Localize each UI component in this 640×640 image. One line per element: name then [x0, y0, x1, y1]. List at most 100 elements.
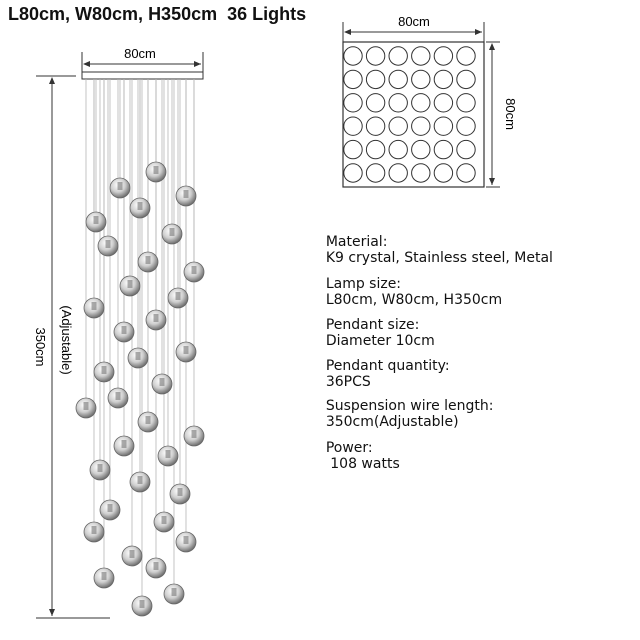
pendant-ball: [121, 545, 143, 567]
top-view-pendant: [365, 69, 386, 90]
top-depth-label: 80cm: [503, 98, 518, 130]
pendant-ball: [145, 309, 167, 331]
spec-material-value: K9 crystal, Stainless steel, Metal: [325, 250, 553, 266]
top-view-pendant: [433, 46, 454, 66]
top-view-pendant: [433, 93, 454, 113]
top-view-frame: [342, 41, 485, 188]
top-view-pendant: [388, 139, 408, 160]
pendant-ball: [167, 287, 189, 309]
pendant-ball: [97, 235, 119, 257]
pendant-ball: [183, 261, 205, 283]
pendant-ball: [93, 567, 115, 589]
top-view-pendant: [388, 116, 408, 136]
pendant-ball: [107, 387, 129, 409]
pendant-ball: [145, 161, 167, 183]
top-view-pendant: [433, 69, 454, 90]
top-view-pendant: [411, 69, 431, 90]
ceiling-canopy: [81, 71, 204, 80]
spec-wire-length: Suspension wire length: 350cm(Adjustable…: [308, 382, 494, 446]
top-view: 80cm 80cm: [342, 14, 518, 188]
top-view-pendant: [411, 116, 431, 136]
pendant-ball: [131, 595, 153, 617]
top-view-pendant-grid: [343, 46, 476, 183]
top-view-pendant: [411, 163, 431, 183]
top-view-pendant: [388, 163, 408, 183]
height-label: 350cm: [33, 327, 48, 366]
spec-power: Power: 108 watts: [308, 424, 400, 488]
pendant-ball: [83, 521, 105, 543]
pendant-ball: [99, 499, 121, 521]
pendant-ball: [175, 185, 197, 207]
spec-lamp-size-value: L80cm, W80cm, H350cm: [325, 292, 503, 308]
spec-power-value: 108 watts: [325, 456, 400, 472]
top-view-pendant: [365, 139, 386, 160]
top-view-pendant: [343, 139, 363, 160]
pendant-ball: [183, 425, 205, 447]
spec-material: Material: K9 crystal, Stainless steel, M…: [308, 218, 553, 282]
top-width-label: 80cm: [398, 14, 430, 29]
pendant-ball: [137, 411, 159, 433]
top-view-pendant: [456, 163, 476, 183]
pendant-ball: [137, 251, 159, 273]
pendant-ball: [75, 397, 97, 419]
pendant-ball: [93, 361, 115, 383]
top-view-pendant: [411, 46, 431, 66]
top-view-pendant: [456, 46, 476, 66]
top-view-pendant: [456, 93, 476, 113]
top-view-pendant: [456, 69, 476, 90]
top-view-pendant: [433, 116, 454, 136]
suspension-wires: [85, 79, 195, 596]
top-view-pendant: [411, 93, 431, 113]
pendant-balls: [75, 161, 205, 617]
pendant-ball: [85, 211, 107, 233]
top-view-pendant: [388, 46, 408, 66]
top-view-pendant: [388, 69, 408, 90]
spec-lamp-size: Lamp size: L80cm, W80cm, H350cm: [308, 260, 502, 324]
pendant-ball: [113, 435, 135, 457]
adjustable-label: (Adjustable): [59, 305, 74, 374]
pendant-ball: [129, 197, 151, 219]
spec-pendant-size-label: Pendant size:: [325, 317, 420, 333]
top-view-pendant: [456, 139, 476, 160]
pendant-ball: [175, 341, 197, 363]
spec-material-label: Material:: [325, 234, 388, 250]
top-view-pendant: [456, 116, 476, 136]
pendant-ball: [83, 297, 105, 319]
pendant-ball: [119, 275, 141, 297]
pendant-ball: [127, 347, 149, 369]
pendant-ball: [153, 511, 175, 533]
spec-pendant-size-value: Diameter 10cm: [325, 333, 435, 349]
top-view-pendant: [365, 163, 386, 183]
top-view-pendant: [343, 46, 363, 66]
pendant-ball: [89, 459, 111, 481]
top-view-pendant: [411, 139, 431, 160]
top-view-pendant: [343, 69, 363, 90]
top-view-pendant: [433, 163, 454, 183]
top-view-pendant: [365, 46, 386, 66]
pendant-ball: [151, 373, 173, 395]
page-title: L80cm, W80cm, H350cm 36 Lights: [8, 4, 307, 24]
pendant-ball: [145, 557, 167, 579]
pendant-ball: [163, 583, 185, 605]
pendant-ball: [169, 483, 191, 505]
spec-pendant-quantity: Pendant quantity: 36PCS: [308, 342, 450, 406]
top-view-pendant: [343, 93, 363, 113]
spec-wire-length-label: Suspension wire length:: [325, 398, 494, 414]
height-dimension: 350cm (Adjustable): [33, 75, 110, 619]
pendant-ball: [129, 471, 151, 493]
spec-power-label: Power:: [325, 440, 373, 456]
top-view-pendant: [365, 93, 386, 113]
top-view-pendant: [343, 116, 363, 136]
top-view-pendant: [433, 139, 454, 160]
top-view-pendant: [365, 116, 386, 136]
top-view-pendant: [388, 93, 408, 113]
spec-wire-length-value: 350cm(Adjustable): [325, 414, 459, 430]
pendant-ball: [157, 445, 179, 467]
spec-pendant-quantity-label: Pendant quantity:: [325, 358, 450, 374]
pendant-ball: [113, 321, 135, 343]
spec-pendant-quantity-value: 36PCS: [325, 374, 371, 390]
pendant-ball: [175, 531, 197, 553]
top-view-pendant: [343, 163, 363, 183]
pendant-ball: [109, 177, 131, 199]
